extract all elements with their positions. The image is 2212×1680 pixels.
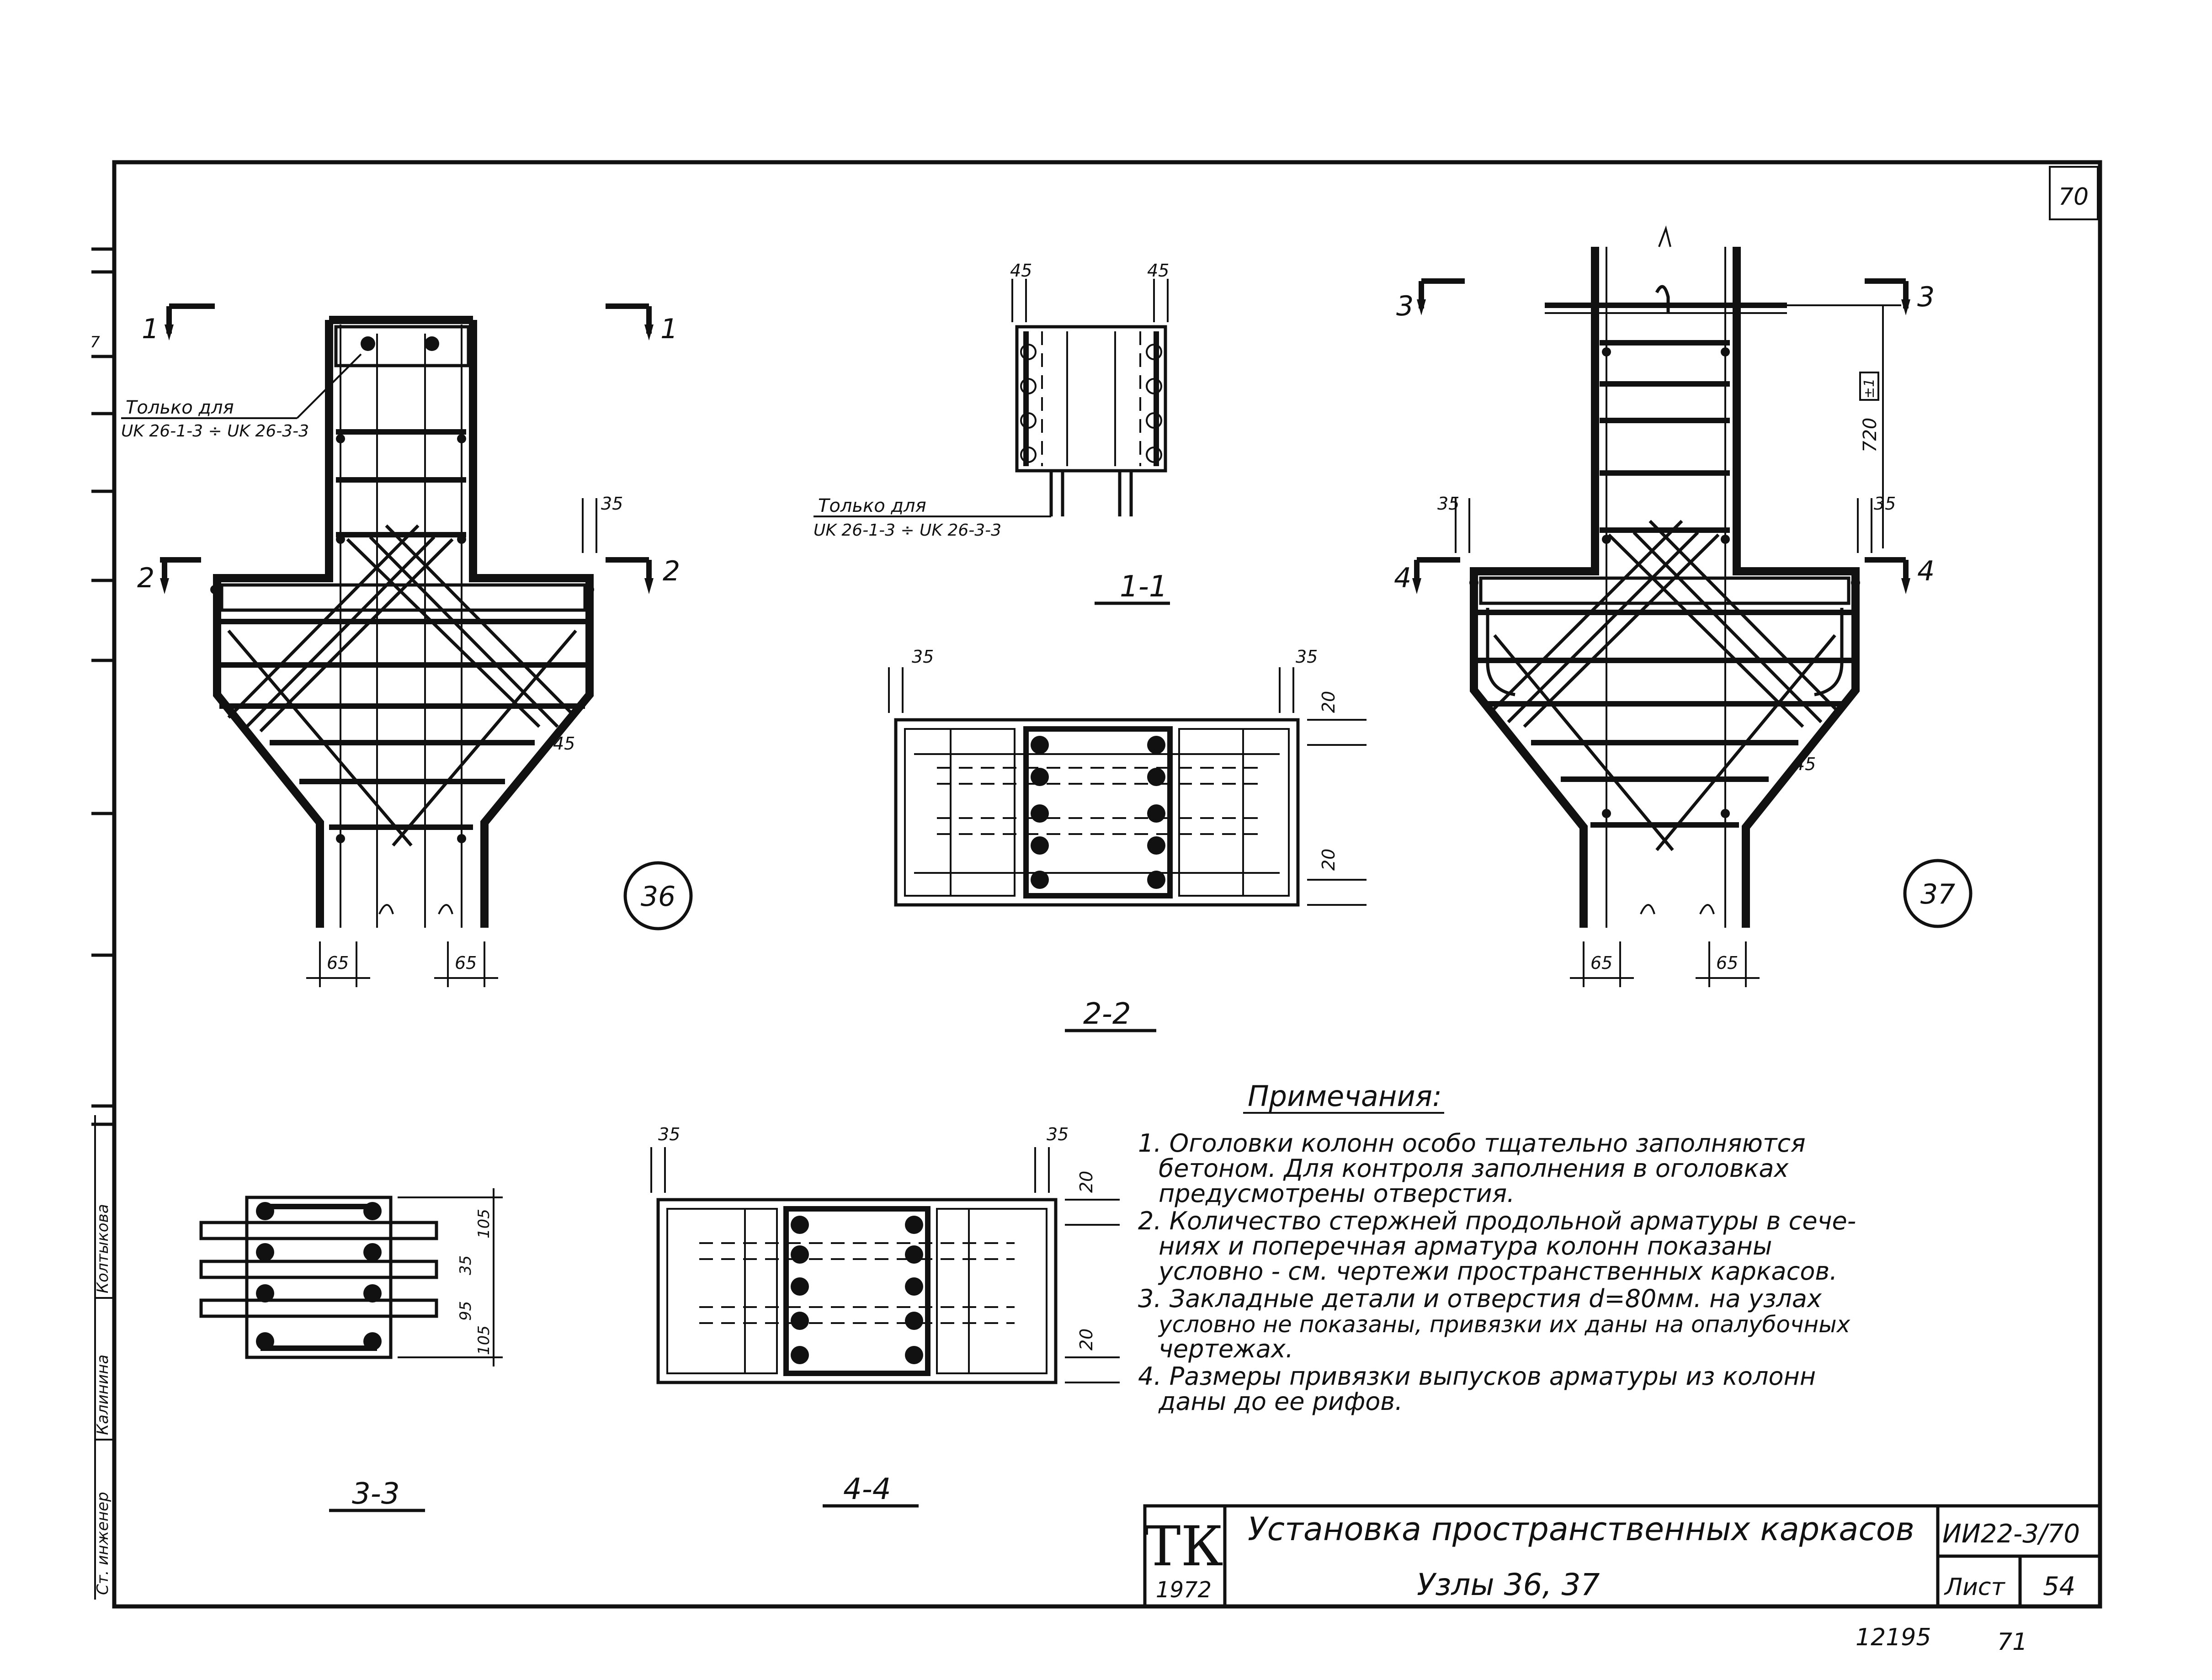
dim-35-node37-left: 35 bbox=[1437, 494, 1459, 514]
s11-only-for-line1: Только для bbox=[818, 495, 926, 516]
side-mark: 7 bbox=[90, 333, 100, 351]
s11-only-for-line2: UK 26-1-3 ÷ UK 26-3-3 bbox=[814, 521, 1001, 540]
dim-35-s22-right: 35 bbox=[1296, 647, 1318, 667]
note-line-9: чертежах. bbox=[1159, 1334, 1293, 1363]
dim-720-tolerance: ±1 bbox=[1861, 378, 1877, 399]
note-line-2: бетоном. Для контроля заполнения в оголо… bbox=[1159, 1154, 1789, 1183]
section-1-1-title: 1-1 bbox=[1120, 570, 1168, 604]
bottom-code: 12195 bbox=[1856, 1624, 1931, 1651]
dim-20-s44-top: 20 bbox=[1076, 1171, 1096, 1193]
dim-45-s11-right: 45 bbox=[1147, 261, 1169, 281]
dim-65-node36-right: 65 bbox=[455, 953, 477, 973]
note-line-5: ниях и поперечная арматура колонн показа… bbox=[1159, 1232, 1772, 1260]
page-number: 70 bbox=[2058, 183, 2089, 211]
note-line-1: 1. Оголовки колонн особо тщательно запол… bbox=[1138, 1129, 1806, 1158]
section-2-2-drawing: 35 35 20 20 2-2 bbox=[888, 647, 1367, 1032]
notes-block: Примечания: 1. Оголовки колонн особо тща… bbox=[1138, 1079, 1856, 1416]
dim-105-bottom: 105 bbox=[475, 1325, 493, 1355]
dim-35-node37-right: 35 bbox=[1874, 494, 1896, 514]
section-4-4-drawing: 35 35 20 20 4-4 bbox=[650, 1124, 1120, 1508]
dim-105-top: 105 bbox=[475, 1209, 493, 1239]
sec-3-left: 3 bbox=[1396, 290, 1414, 322]
sec-4-left: 4 bbox=[1394, 562, 1411, 594]
side-strip: 7 Ст. инженер Калинина Колтыкова bbox=[90, 247, 114, 1600]
node-36-number: 36 bbox=[641, 881, 675, 913]
dim-95-s33: 95 bbox=[457, 1301, 475, 1321]
section-3-3-title: 3-3 bbox=[352, 1477, 400, 1511]
dim-20-s44-bottom: 20 bbox=[1076, 1329, 1096, 1350]
dim-35-node36: 35 bbox=[601, 494, 623, 514]
dim-65-node37-right: 65 bbox=[1716, 953, 1738, 973]
sec-2-left: 2 bbox=[137, 562, 154, 594]
dim-20-s22-top: 20 bbox=[1319, 691, 1339, 713]
side-text-name1: Калинина bbox=[94, 1355, 112, 1435]
dim-35-s33: 35 bbox=[457, 1255, 475, 1275]
title-stamp: ТК 1972 Установка пространственных карка… bbox=[1143, 1504, 2102, 1608]
stamp-subtitle: Узлы 36, 37 bbox=[1417, 1567, 1600, 1602]
sec-3-right: 3 bbox=[1917, 281, 1935, 313]
node-37-number: 37 bbox=[1920, 878, 1955, 910]
dim-65-node37-left: 65 bbox=[1590, 953, 1612, 973]
stamp-code: ИИ22-3/70 bbox=[1942, 1519, 2080, 1549]
stamp-title: Установка пространственных каркасов bbox=[1248, 1510, 1914, 1548]
dim-20-s22-bottom: 20 bbox=[1319, 849, 1339, 871]
dim-720: 720 bbox=[1860, 418, 1881, 452]
note-line-11: даны до ее рифов. bbox=[1158, 1387, 1403, 1416]
section-4-4-title: 4-4 bbox=[843, 1473, 891, 1506]
node-36-drawing: 1 1 2 2 Только для UK 26-1-3 ÷ UK 26-3-3… bbox=[121, 303, 693, 987]
dim-45-s11-left: 45 bbox=[1010, 261, 1032, 281]
note-line-4: 2. Количество стержней продольной армату… bbox=[1138, 1207, 1856, 1235]
note-line-8: условно не показаны, привязки их даны на… bbox=[1158, 1311, 1850, 1338]
side-text-engineer: Ст. инженер bbox=[94, 1492, 112, 1595]
only-for-label-line1: Только для bbox=[126, 397, 234, 418]
sec-4-right: 4 bbox=[1917, 555, 1935, 587]
section-1-1-drawing: 45 45 Только для UK 26-1-3 ÷ UK 26-3-3 1… bbox=[814, 261, 1170, 605]
dim-35-s22-left: 35 bbox=[912, 647, 934, 667]
dim-65-node36-left: 65 bbox=[327, 953, 349, 973]
note-line-6: условно - см. чертежи пространственных к… bbox=[1158, 1257, 1837, 1286]
side-text-name2: Колтыкова bbox=[94, 1204, 112, 1293]
note-line-7: 3. Закладные детали и отверстия d=80мм. … bbox=[1138, 1284, 1822, 1313]
stamp-year: 1972 bbox=[1156, 1577, 1212, 1603]
stamp-org: ТК bbox=[1144, 1515, 1223, 1579]
stamp-sheet-number: 54 bbox=[2043, 1572, 2075, 1601]
dim-45-node37: 45 bbox=[1794, 754, 1816, 774]
stamp-sheet-label: Лист bbox=[1944, 1574, 2005, 1601]
bottom-code-2: 71 bbox=[1997, 1628, 2027, 1656]
sec-1-right: 1 bbox=[660, 313, 678, 345]
sheet-frame: 70 bbox=[112, 160, 2102, 1609]
dim-45-node36: 45 bbox=[553, 734, 575, 754]
notes-title: Примечания: bbox=[1248, 1079, 1442, 1113]
dim-35-s44-left: 35 bbox=[658, 1124, 680, 1144]
only-for-label-line2: UK 26-1-3 ÷ UK 26-3-3 bbox=[121, 422, 309, 441]
section-3-3-drawing: 105 35 95 105 3-3 bbox=[199, 1188, 503, 1512]
note-line-3: предусмотрены отверстия. bbox=[1159, 1179, 1515, 1208]
dim-35-s44-right: 35 bbox=[1047, 1124, 1069, 1144]
note-line-10: 4. Размеры привязки выпусков арматуры из… bbox=[1138, 1362, 1816, 1391]
sec-1-left: 1 bbox=[142, 313, 159, 345]
node-37-drawing: 3 3 4 4 720 ±1 35 35 45 65 65 37 bbox=[1394, 225, 1973, 987]
sec-2-right: 2 bbox=[663, 555, 680, 587]
section-2-2-title: 2-2 bbox=[1083, 997, 1131, 1031]
